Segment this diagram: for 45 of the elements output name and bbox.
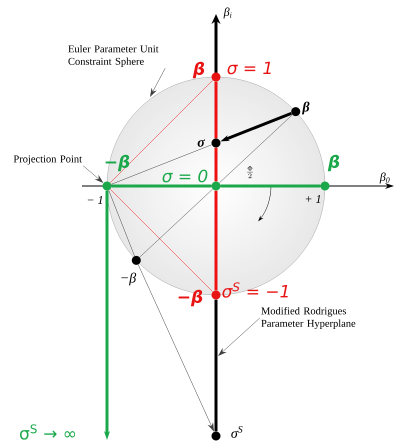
leader-line [82, 166, 104, 183]
leader-line [218, 318, 260, 356]
line [214, 148, 218, 182]
point-label: −β [178, 290, 202, 306]
point [212, 432, 220, 440]
line [220, 184, 320, 188]
line [214, 190, 218, 290]
line [139, 188, 213, 258]
point [102, 182, 112, 190]
point-label: −β [121, 272, 136, 286]
point-label: σ = 0 [162, 170, 208, 182]
annotation-text: Projection Point [14, 155, 82, 165]
point-label: −β [106, 154, 130, 172]
point-label: β [192, 62, 204, 78]
point-label: σ$^{S}$ = −1 [222, 282, 288, 298]
axis-label: $\frac{\Phi}{2}$ [247, 166, 253, 178]
line [219, 114, 293, 184]
point [132, 256, 141, 265]
line [110, 80, 213, 183]
point-label: σ [198, 139, 206, 147]
line [111, 144, 212, 185]
point [212, 138, 220, 148]
point [291, 107, 300, 116]
point [212, 290, 220, 300]
line [110, 189, 213, 292]
line [214, 300, 218, 432]
axis-label: σ$^{S}$ → ∞ [20, 424, 76, 440]
point [320, 182, 330, 190]
axis-label: β$_{0}$ [380, 172, 390, 184]
annotation-text: Euler Parameter Unit Constraint Sphere [68, 45, 159, 67]
line [108, 190, 135, 256]
point-label: σ = 1 [228, 62, 271, 74]
axis-label: − 1 [88, 196, 102, 204]
axis-label: + 1 [306, 195, 320, 203]
leader-line [150, 68, 166, 97]
point-label: σ$^{S}$ [231, 426, 242, 438]
point [212, 182, 220, 190]
point-label: β [328, 154, 340, 172]
point [212, 72, 220, 82]
line [214, 82, 218, 138]
arrow [138, 264, 214, 432]
annotation-text: Modified Rodrigues Parameter Hyperplane [261, 306, 356, 330]
point-label: β [302, 102, 310, 114]
axis-label: β$_{i}$ [223, 8, 232, 18]
line [112, 184, 212, 188]
